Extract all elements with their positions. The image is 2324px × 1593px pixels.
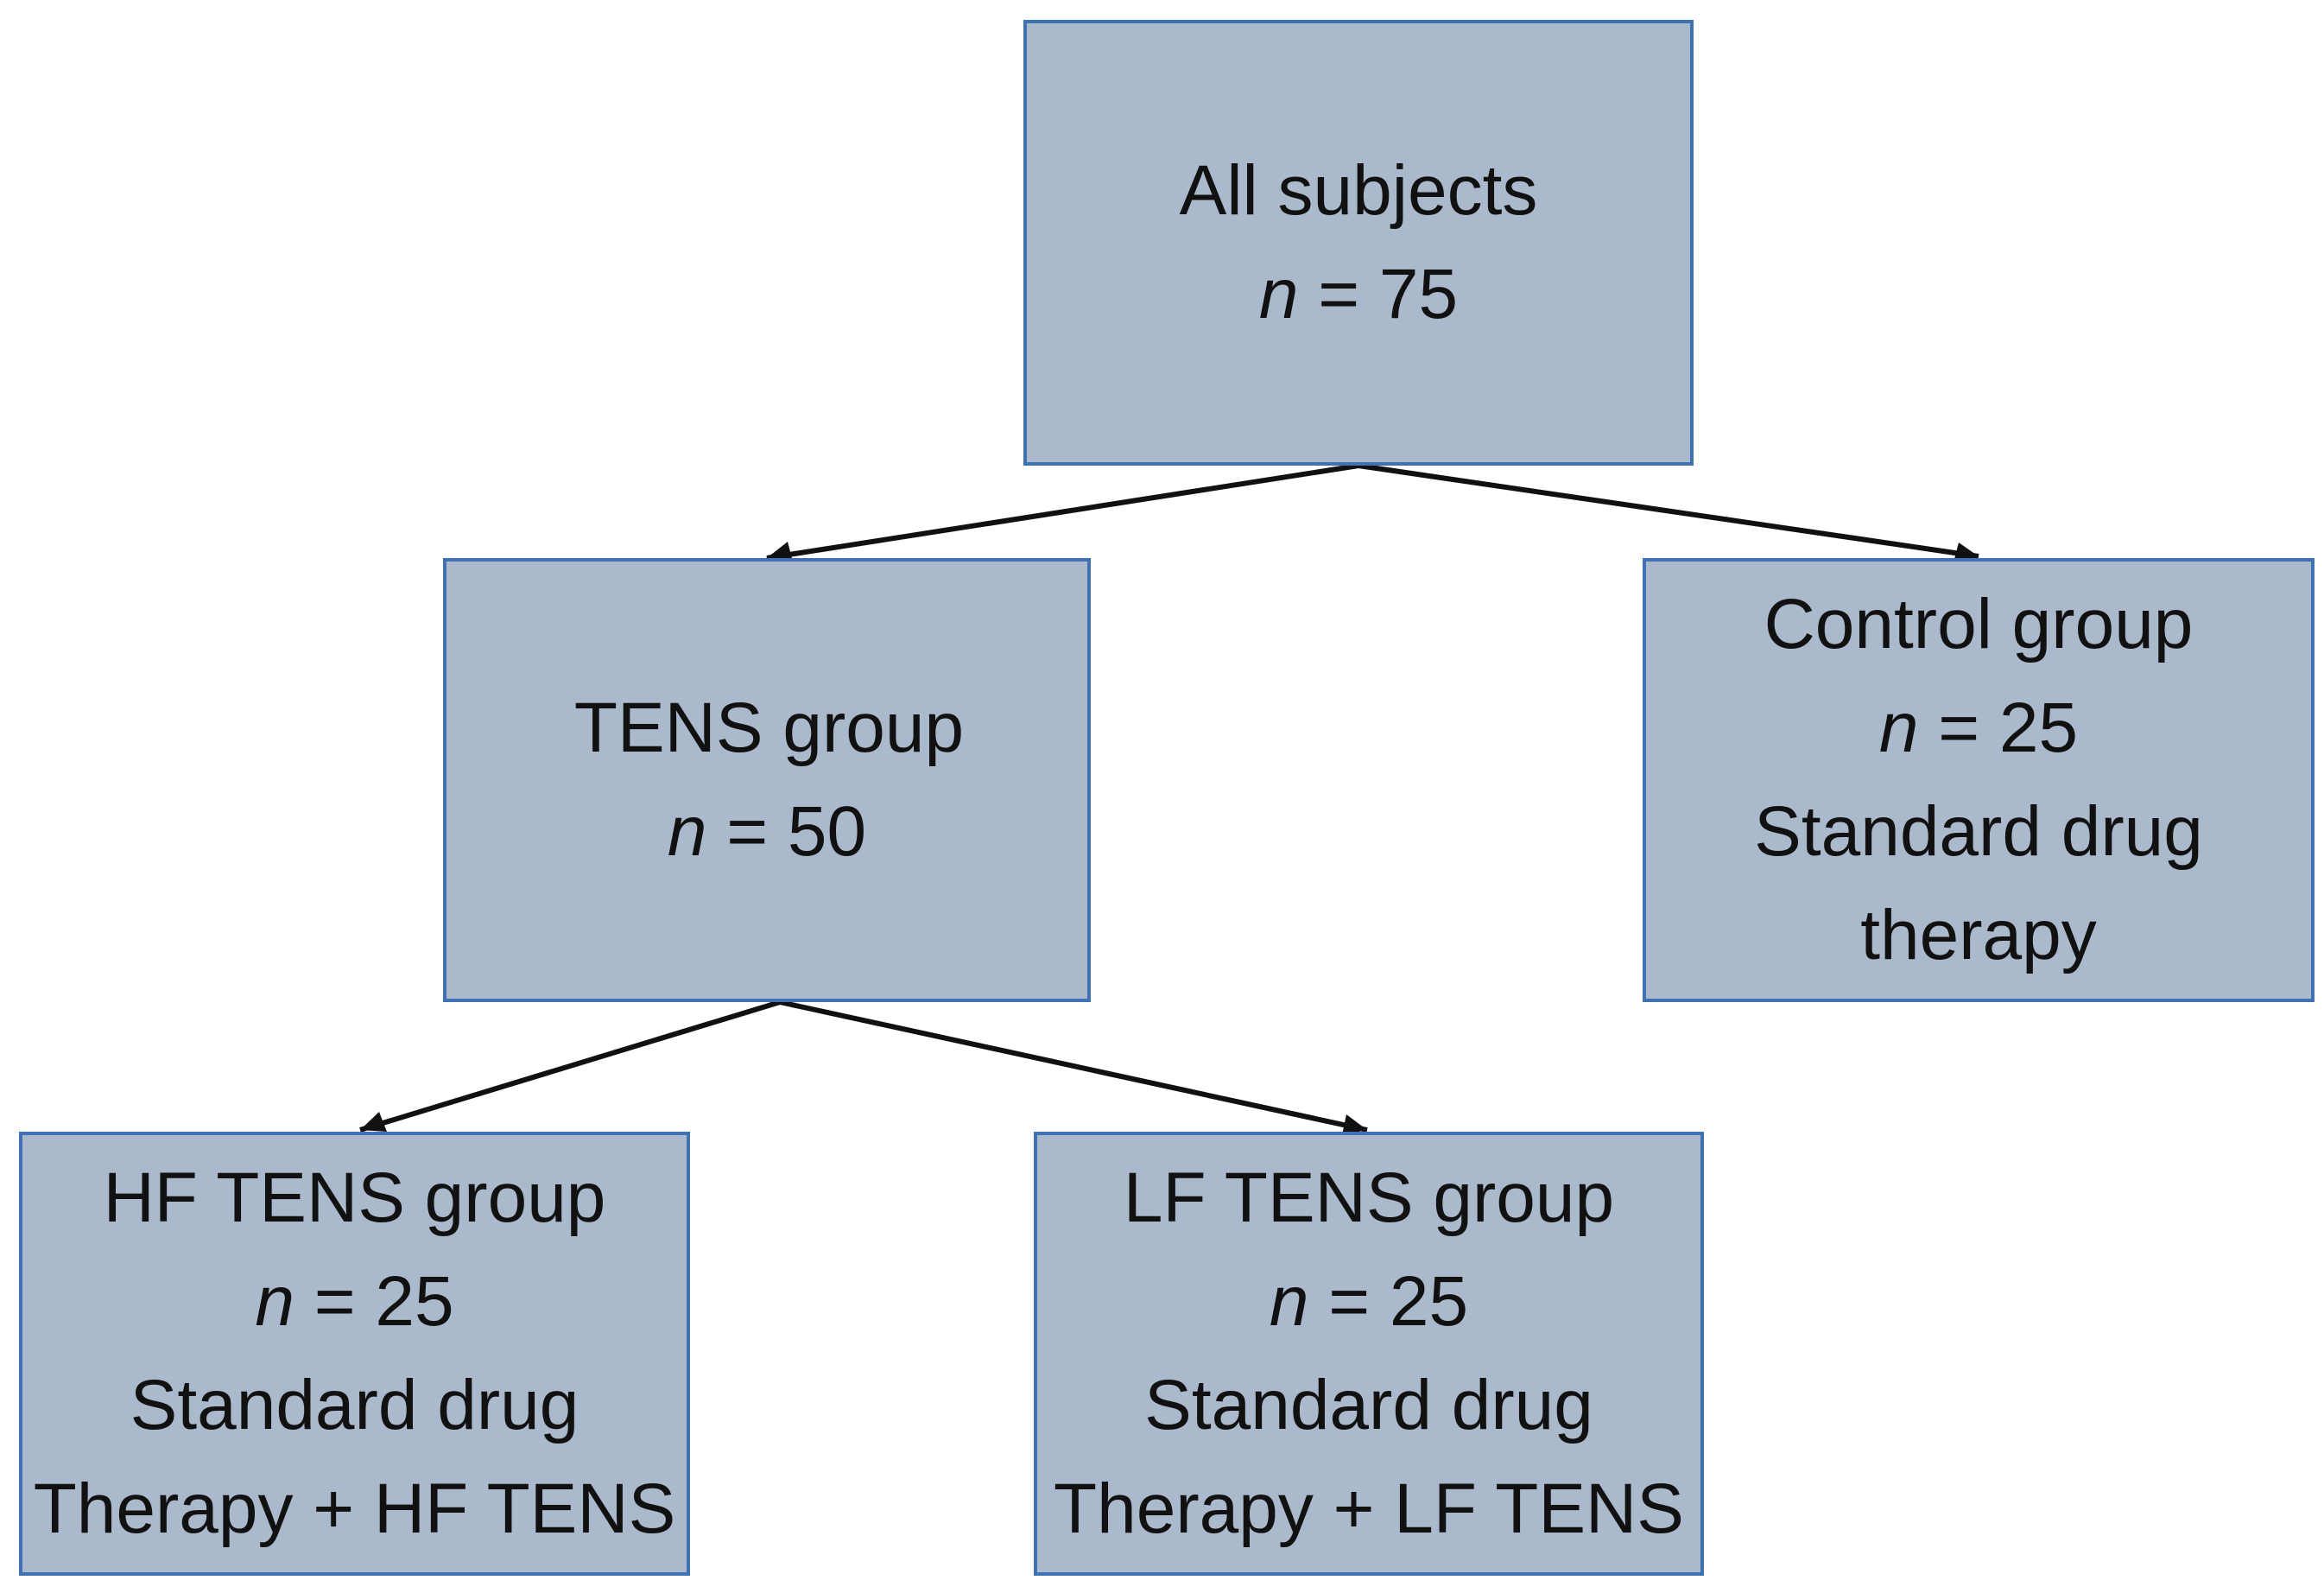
node-tens-group: TENS group n = 50 [443,558,1091,1002]
node-description-line-1: Standard drug [1754,792,2203,871]
node-control-group: Control group n = 25 Standard drug thera… [1643,558,2315,1002]
node-lf-tens-group: LF TENS group n = 25 Standard drug Thera… [1034,1132,1704,1576]
n-symbol: n [1258,255,1299,333]
arrow-tens-to-hf [359,1000,781,1133]
node-title: Control group [1764,585,2194,663]
node-description-line-2: therapy [1860,896,2097,974]
node-description-line-1: Standard drug [1144,1366,1593,1444]
node-all-subjects: All subjects n = 75 [1023,20,1694,466]
n-symbol: n [1878,689,1919,767]
arrow-all-to-control [1358,463,1979,559]
node-title: HF TENS group [103,1158,606,1237]
node-count: n = 25 [1879,676,2078,780]
n-value: = 25 [1918,689,2079,767]
arrow-all-to-tens [766,463,1359,562]
node-count: n = 25 [255,1250,453,1354]
n-value: = 25 [294,1262,454,1341]
node-title: All subjects [1179,151,1538,230]
node-count: n = 50 [668,780,866,884]
node-description-line-2: Therapy + HF TENS [33,1469,676,1548]
n-symbol: n [1269,1262,1309,1341]
node-count: n = 25 [1270,1250,1468,1354]
node-title: LF TENS group [1123,1158,1615,1237]
node-description-line-2: Therapy + LF TENS [1054,1469,1684,1548]
node-hf-tens-group: HF TENS group n = 25 Standard drug Thera… [19,1132,690,1576]
n-symbol: n [667,792,707,871]
node-count: n = 75 [1259,243,1458,346]
n-value: = 50 [706,792,867,871]
n-value: = 75 [1298,255,1459,333]
n-value: = 25 [1308,1262,1469,1341]
arrowhead-hf [360,1112,387,1132]
node-title: TENS group [573,689,965,767]
n-symbol: n [255,1262,294,1341]
arrow-tens-to-lf [779,1000,1368,1133]
node-description-line-1: Standard drug [130,1366,579,1444]
